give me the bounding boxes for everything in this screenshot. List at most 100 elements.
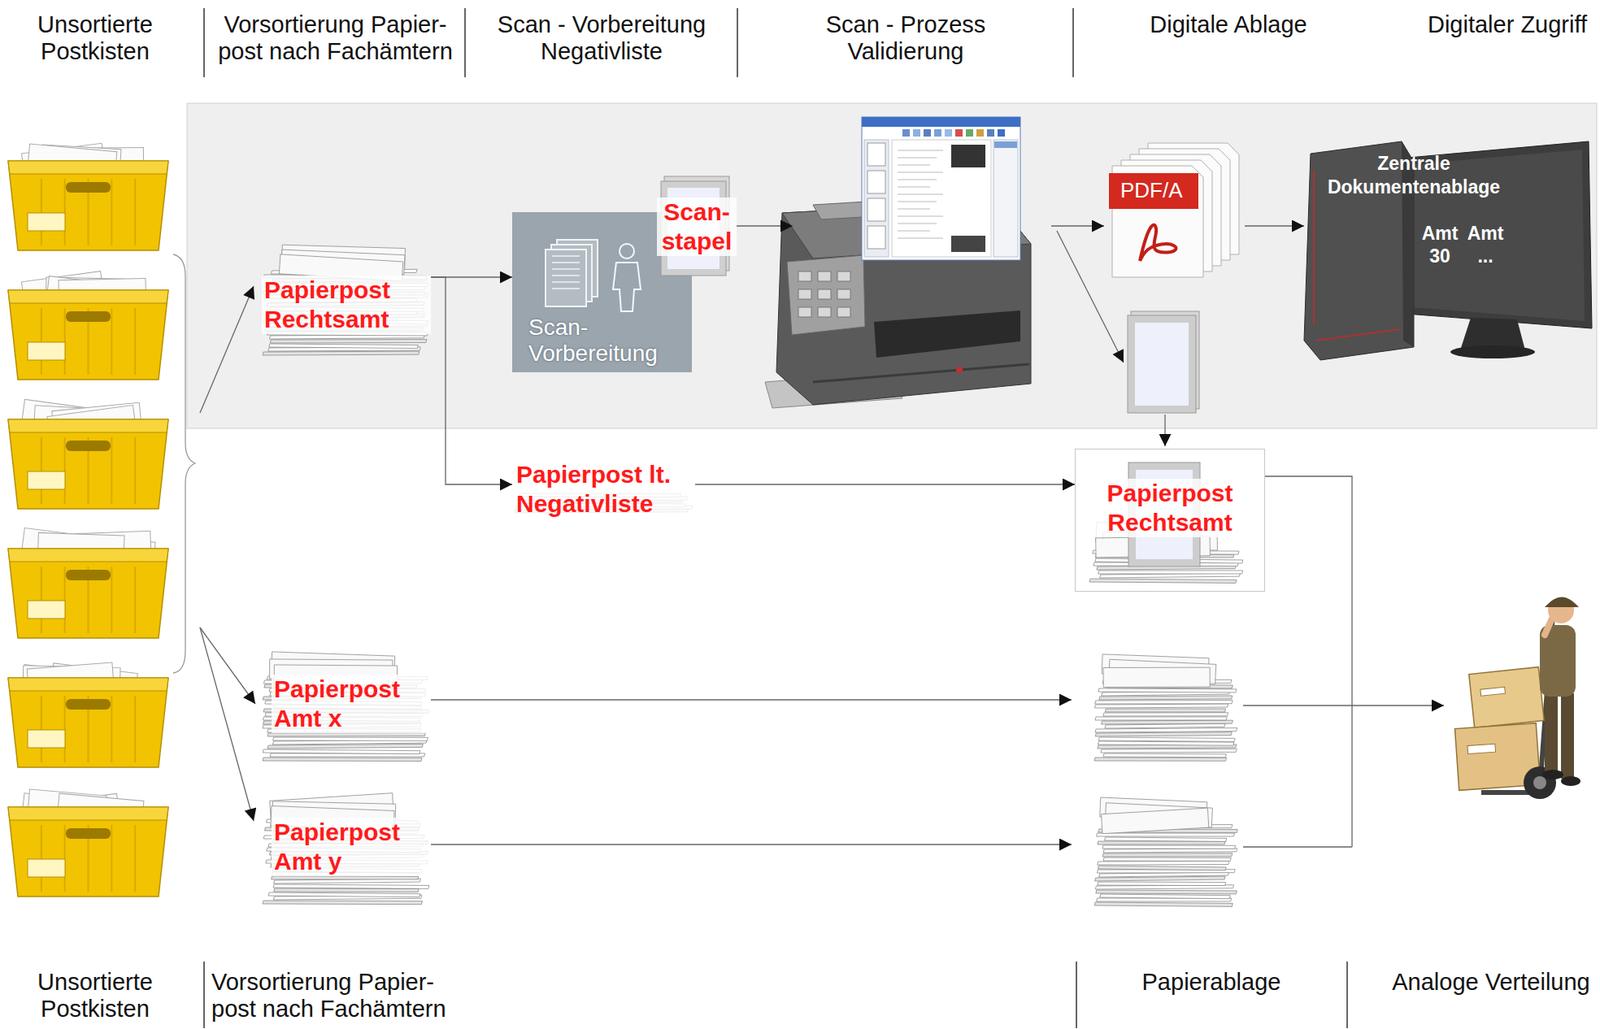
- scan-software-window: [944, 129, 953, 137]
- post-crate: [8, 548, 169, 562]
- delivery-man: [1544, 691, 1558, 773]
- paper-stack: [1097, 882, 1227, 887]
- paper-stack: [1099, 695, 1233, 700]
- post-crate: [65, 440, 111, 452]
- column-heading: Vorsortierung Papier- post nach Fachämte…: [211, 11, 460, 66]
- post-crate: [134, 695, 136, 763]
- process-box-shape: [552, 281, 580, 283]
- delivery-man: [1544, 618, 1553, 635]
- post-crate: [8, 160, 169, 251]
- scan-software-window: [897, 194, 944, 196]
- flow-arrow: [1051, 225, 1105, 227]
- scan-software-window: [861, 117, 1021, 261]
- post-crate: [64, 437, 66, 505]
- column-heading: Vorsortierung Papier- post nach Fachämte…: [211, 969, 460, 1024]
- column-separator: [1346, 961, 1348, 1029]
- document-scanner: [798, 289, 812, 300]
- paper-stack: [1094, 902, 1233, 907]
- paper-stack: [262, 900, 422, 905]
- scan-software-window: [986, 129, 995, 137]
- paper-stack: [267, 743, 423, 749]
- server-computer-shape: [1315, 329, 1400, 341]
- post-crate: [64, 178, 66, 246]
- post-crate: [40, 566, 43, 634]
- paper-stack: [1101, 808, 1209, 835]
- post-crate: [110, 695, 113, 763]
- scan-software-window: [994, 141, 1018, 148]
- paper-stack: [1100, 748, 1237, 753]
- paper-stack: [262, 749, 420, 755]
- digital-band: [186, 103, 1597, 429]
- process-box-shape: [552, 287, 580, 290]
- node-text: Papierpost Rechtsamt: [1075, 478, 1265, 538]
- node-text: Zentrale Dokumentenablage: [1320, 152, 1508, 200]
- document-scanner: [956, 366, 963, 374]
- delivery-man: [1560, 776, 1581, 787]
- column-heading: Unsortierte Postkisten: [30, 969, 161, 1024]
- document-icon: Scan- stapel: [656, 176, 737, 278]
- node-text: Papierpost Amt y: [271, 817, 431, 877]
- scan-software-window: [897, 172, 944, 174]
- flow-connector: [695, 483, 1075, 485]
- post-crate: [27, 471, 66, 490]
- column-separator: [464, 8, 466, 78]
- flow-arrow: [200, 627, 254, 822]
- paper-stack: [271, 876, 419, 880]
- delivery-man: [1542, 769, 1564, 780]
- post-crate: [8, 807, 169, 821]
- paper-stack: [1102, 853, 1233, 857]
- paper-stack: [1098, 865, 1227, 871]
- post-crate: [110, 178, 113, 246]
- label-slot: Vorsortierung Papier- post nach Fachämte…: [211, 969, 460, 1024]
- paper-stack: [1097, 841, 1226, 845]
- post-crate: [134, 178, 136, 246]
- scan-software-window: [897, 223, 937, 225]
- scan-software-window: [897, 216, 944, 218]
- pdf-icon-shape: [1139, 225, 1176, 261]
- post-crate: [110, 437, 113, 505]
- scan-software-window: [951, 235, 986, 253]
- column-heading: Scan - Prozess Validierung: [800, 11, 1012, 66]
- post-crate: [8, 419, 169, 433]
- scan-software-window: [934, 129, 942, 137]
- label-slot: Unsortierte Postkisten: [30, 11, 161, 66]
- column-heading: Unsortierte Postkisten: [30, 11, 161, 66]
- scan-software-window: [891, 139, 992, 257]
- post-crate: [8, 662, 169, 768]
- scan-software-window: [923, 129, 931, 137]
- post-crate: [134, 308, 136, 375]
- paper-stack: [1095, 728, 1238, 733]
- node-text: Amt ...: [1465, 221, 1505, 270]
- post-crate: [8, 399, 169, 509]
- label-slot: Digitale Ablage: [1122, 11, 1335, 39]
- node-text: Papierpost Amt x: [271, 674, 431, 734]
- server-computer-shape: [1388, 149, 1585, 322]
- paper-tray-box: Papierpost Rechtsamt: [1074, 448, 1266, 592]
- paper-stack: [269, 339, 427, 344]
- column-heading: Analoge Verteilung: [1385, 969, 1597, 996]
- merge-line: [1265, 476, 1353, 848]
- delivery-man: [1469, 667, 1544, 729]
- post-crate: [110, 825, 113, 892]
- post-crate: [65, 311, 111, 322]
- paper-stack: [1095, 717, 1227, 721]
- column-heading: Digitaler Zugriff: [1417, 11, 1597, 39]
- flow-arrow: [430, 699, 1072, 700]
- label-slot: Digitaler Zugriff: [1417, 11, 1597, 39]
- post-crate: [40, 695, 43, 763]
- process-box-shape: [613, 262, 641, 312]
- column-separator: [736, 8, 739, 78]
- paper-stack: [1094, 757, 1227, 761]
- paper-stack: [273, 884, 430, 889]
- post-crate: [8, 548, 169, 639]
- post-crate: [40, 178, 43, 246]
- post-crate: [8, 528, 169, 639]
- delivery-man: [1467, 743, 1496, 754]
- column-heading: Papierablage: [1105, 969, 1318, 996]
- label-slot: Analoge Verteilung: [1385, 969, 1597, 996]
- post-crate: [40, 308, 43, 375]
- scan-software-window: [951, 144, 986, 168]
- post-crate: [134, 566, 136, 634]
- document-scanner: [798, 307, 812, 318]
